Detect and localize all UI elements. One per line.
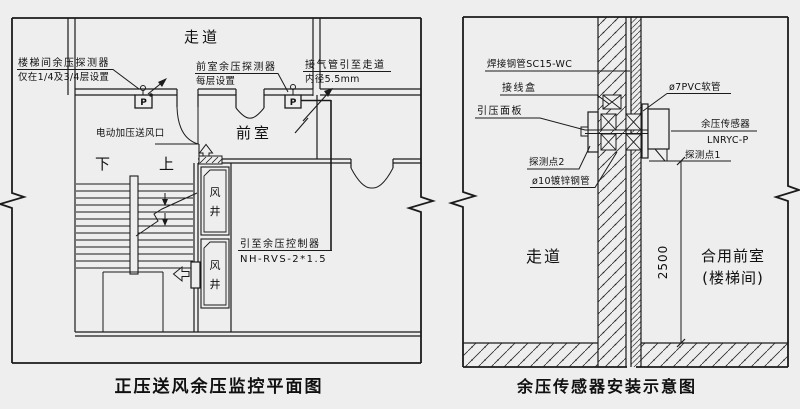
flow-arrow-icon <box>158 78 167 87</box>
galvanized-pipe-leader <box>530 151 618 188</box>
flow-arrow-icon <box>324 88 333 97</box>
shaft-2-inner <box>203 241 227 306</box>
install-boundary-with-break-lines <box>447 16 800 368</box>
sensor-callout-line2: LNRYC-P <box>707 135 749 146</box>
stair-detector-callout-line1: 楼梯间余压探测器 <box>18 56 110 69</box>
plan-walls <box>67 18 421 337</box>
install-diagram: 2500 焊接钢管SC15-WC 接线盒 引压面板 探测点2 ø10镀锌钢管 ø… <box>447 16 800 396</box>
pvc-tube-callout: ø7PVC软管 <box>669 81 721 93</box>
shaft-2-label-well: 井 <box>210 277 221 291</box>
door-leaf <box>190 261 201 289</box>
height-dimension: 2500 <box>656 156 686 348</box>
shaft-1-inner <box>203 169 227 233</box>
stair-arrow-icon <box>162 219 168 226</box>
junction-box-leader <box>500 94 610 105</box>
sampling-nozzle <box>580 126 589 137</box>
pressure-panel-leader <box>475 117 586 131</box>
air-tube-leader <box>303 71 391 96</box>
detection-point2-callout: 探测点2 <box>529 156 565 168</box>
doors <box>176 106 394 189</box>
air-tube-callout-line1: 接气管引至走道 <box>305 58 386 71</box>
pipe-sleeve-cross <box>625 133 642 151</box>
front-detector-callout-line2: 每层设置 <box>196 75 235 87</box>
staircase: 下 上 <box>76 155 198 332</box>
install-front-room-label-line2: (楼梯间) <box>702 269 764 287</box>
galvanized-pipe-callout: ø10镀锌钢管 <box>532 175 590 187</box>
pvc-tube-leader <box>642 93 731 112</box>
shaft-2-outline <box>200 238 230 309</box>
front-detector-p-label: P <box>290 98 297 108</box>
stair-detector-leader <box>17 69 140 90</box>
junction-box-cross <box>602 94 622 110</box>
shaft-2-label-wind: 风 <box>210 259 221 272</box>
flow-arrow-line <box>294 90 331 134</box>
plan-title: 正压送风余压监控平面图 <box>115 376 324 397</box>
sampling-tube <box>585 129 648 134</box>
welded-pipe-callout: 焊接钢管SC15-WC <box>487 58 572 70</box>
detection-point1-callout: 探测点1 <box>685 149 721 161</box>
supply-air-outlet <box>155 143 223 165</box>
stair-down-label: 下 <box>95 155 113 173</box>
air-tube-callout-line2: 内径5.5mm <box>305 73 360 85</box>
stair-detector-callout-line2: 仅在1/4及3/4层设置 <box>18 71 109 83</box>
install-callouts: 焊接钢管SC15-WC 接线盒 引压面板 探测点2 ø10镀锌钢管 ø7PVC软… <box>475 58 757 188</box>
double-door-bottom <box>350 167 394 189</box>
stair-detector-tap <box>140 85 146 91</box>
floor-slab-right <box>641 343 788 367</box>
supply-grille-hatch <box>199 156 223 164</box>
plan-corridor-label: 走道 <box>184 28 220 46</box>
install-corridor-label: 走道 <box>526 247 562 266</box>
shaft-1-label-wind: 风 <box>210 186 221 199</box>
stair-break-line <box>135 192 198 237</box>
sensor-callout-line1: 余压传感器 <box>701 118 750 130</box>
floor-slab-left <box>463 343 598 367</box>
plan-callouts: 楼梯间余压探测器 仅在1/4及3/4层设置 前室余压探测器 每层设置 接气管引至… <box>17 56 391 265</box>
controller-callout-line2: NH-RVS-2*1.5 <box>240 254 327 265</box>
detection-point2-leader <box>527 145 591 170</box>
install-front-room-label-line1: 合用前室 <box>701 247 765 265</box>
air-shafts: 风 井 风 井 <box>200 166 230 309</box>
pipe-sleeve-cross <box>600 113 617 131</box>
stair-landing <box>102 271 164 332</box>
dimension-value: 2500 <box>656 245 670 280</box>
install-title: 余压传感器安装示意图 <box>516 377 697 396</box>
plan-boundary-with-break-lines <box>0 17 437 364</box>
mounting-plate <box>641 103 649 159</box>
plan-front-room-label: 前室 <box>236 124 272 142</box>
supply-outlet-callout: 电动加压送风口 <box>96 127 165 139</box>
front-detector-leader <box>195 73 289 93</box>
double-door-top <box>235 107 265 119</box>
front-detector-callout-line1: 前室余压探测器 <box>196 60 277 73</box>
stair-arrow-icon <box>162 199 168 206</box>
concrete-wall-edges <box>597 17 627 367</box>
pressure-panel-callout: 引压面板 <box>477 104 523 117</box>
tube-joint-dot <box>149 93 153 97</box>
junction-box-callout: 接线盒 <box>502 81 537 94</box>
plan-diagram: 下 上 风 井 风 井 P <box>0 17 437 397</box>
concrete-wall <box>598 17 626 367</box>
pressure-sensor-box <box>647 108 670 150</box>
supply-duct <box>155 143 200 156</box>
controller-wire <box>301 99 332 250</box>
pipe-sleeve-cross <box>625 113 642 131</box>
partition-wall-edges <box>630 17 642 367</box>
stair-detector-p-label: P <box>140 98 147 108</box>
shaft-1-label-well: 井 <box>210 204 221 218</box>
partition-wall <box>631 17 641 367</box>
pressure-detectors: P P <box>134 78 333 250</box>
controller-callout-line1: 引至余压控制器 <box>240 237 321 250</box>
left-arrow-icon <box>172 265 190 283</box>
supply-grille <box>198 155 223 165</box>
sensor-assembly <box>580 94 670 162</box>
stair-rail <box>129 175 139 275</box>
sensor-bracket <box>654 148 668 162</box>
stair-up-label: 上 <box>159 155 177 173</box>
pipe-sleeve-cross <box>600 133 617 151</box>
shaft-1-outline <box>200 166 230 236</box>
single-door-swing <box>176 106 199 145</box>
stair-door <box>172 261 201 289</box>
